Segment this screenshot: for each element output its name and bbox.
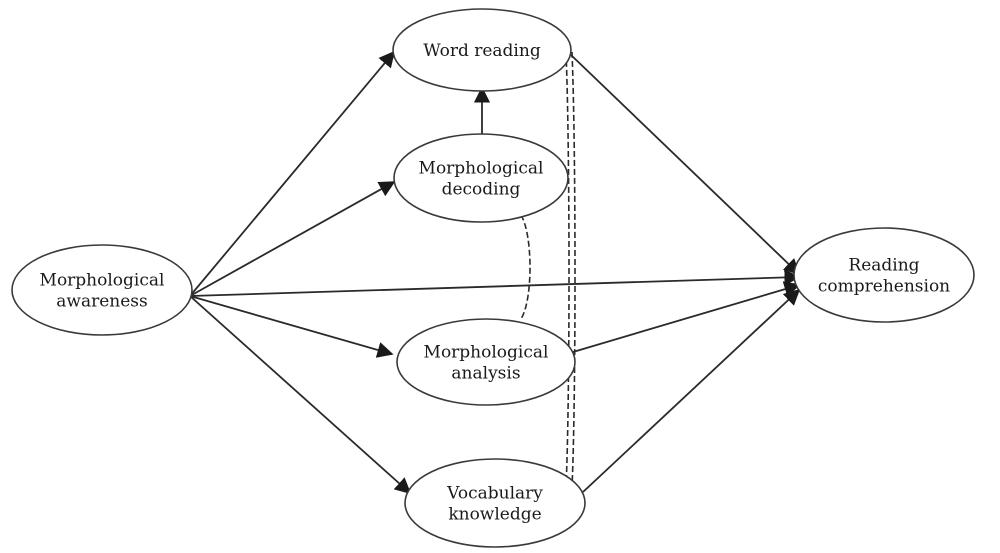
arrow-word_reading-reading_comp [570, 54, 801, 276]
correlation-word_reading-vocab_knowledge [565, 51, 576, 488]
node-label: knowledge [448, 505, 541, 525]
node-word-reading: Word reading [392, 8, 572, 92]
node-ellipse [404, 458, 586, 548]
node-ellipse [392, 8, 572, 92]
node-ellipse [393, 133, 569, 223]
node-label: comprehension [818, 277, 950, 297]
node-label: analysis [451, 364, 520, 384]
node-label: Word reading [423, 41, 541, 61]
arrow-vocab_knowledge-reading_comp [582, 288, 801, 493]
node-ellipse [793, 227, 975, 323]
node-label: Morphological [419, 159, 544, 179]
node-label: Vocabulary [446, 484, 543, 504]
arrow-morph_awareness-word_reading [189, 50, 396, 297]
node-label: awareness [56, 292, 147, 312]
node-ellipse [11, 244, 193, 336]
arrow-morph_awareness-vocab_knowledge [189, 295, 412, 495]
node-label: Reading [848, 256, 919, 276]
arrow-morph_awareness-morph_decoding [189, 181, 396, 297]
arrow-morph_awareness-morph_analysis [189, 295, 394, 358]
edges-layer [189, 50, 801, 495]
node-label: decoding [442, 180, 521, 200]
correlation-morph_decoding-morph_analysis [520, 214, 531, 320]
arrow-morph_awareness-reading_comp [189, 269, 801, 297]
arrow-morph_analysis-reading_comp [572, 281, 801, 353]
node-label: Morphological [40, 271, 165, 291]
node-ellipse [396, 318, 576, 406]
node-label: Morphological [424, 343, 549, 363]
